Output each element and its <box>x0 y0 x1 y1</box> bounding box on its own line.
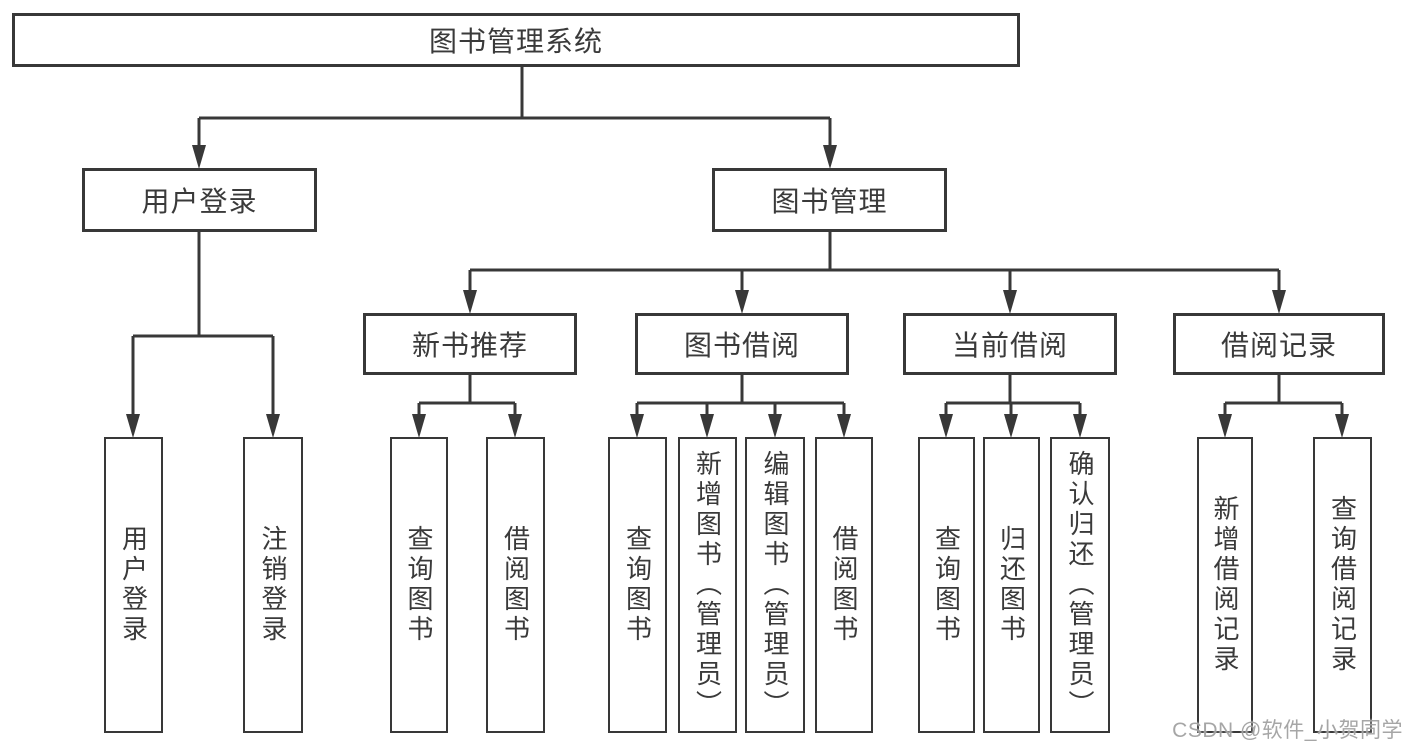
leaf-query-books-borrow: 查询图书 <box>608 437 667 733</box>
arrow-icon <box>463 290 477 314</box>
node-new-book-recommend-label: 新书推荐 <box>411 330 528 361</box>
leaf-user-login: 用户登录 <box>104 437 163 733</box>
connector-root-stem <box>197 67 832 147</box>
leaf-return-book: 归还图书 <box>983 437 1040 733</box>
arrow-icon <box>768 414 782 438</box>
leaf-add-borrow-record-label: 新增借阅记录 <box>1210 495 1240 675</box>
leaf-borrow-books-label: 借阅图书 <box>829 525 859 645</box>
node-book-management: 图书管理 <box>712 168 947 232</box>
leaf-borrow-books: 借阅图书 <box>815 437 873 733</box>
arrow-icon <box>1335 414 1349 438</box>
leaf-query-books-recommend: 查询图书 <box>390 437 448 733</box>
connector-borrow-record-branch <box>1223 375 1344 416</box>
connector-book-borrow-branch <box>635 375 846 416</box>
leaf-return-book-label: 归还图书 <box>996 525 1027 645</box>
leaf-edit-book-admin: 编辑图书（管理员） <box>745 437 805 733</box>
connector-book-management-branch <box>468 232 1281 292</box>
arrow-icon <box>508 414 522 438</box>
leaf-query-books-recommend-label: 查询图书 <box>404 525 434 645</box>
leaf-user-login-label: 用户登录 <box>118 525 149 645</box>
arrow-icon <box>1003 290 1017 314</box>
leaf-query-books-current-label: 查询图书 <box>931 525 962 645</box>
arrow-icon <box>939 414 953 438</box>
node-borrow-record-label: 借阅记录 <box>1220 330 1337 361</box>
node-user-login-label: 用户登录 <box>141 186 258 217</box>
leaf-add-book-admin: 新增图书（管理员） <box>678 437 737 733</box>
connector-new-book-branch <box>417 375 517 416</box>
arrow-icon <box>192 145 206 169</box>
watermark: CSDN @软件_小贺同学 <box>1172 719 1403 742</box>
leaf-borrow-books-recommend: 借阅图书 <box>486 437 545 733</box>
node-borrow-record: 借阅记录 <box>1173 313 1385 375</box>
leaf-query-borrow-record-label: 查询借阅记录 <box>1327 495 1358 675</box>
connector-user-login-branch <box>131 232 275 416</box>
node-book-management-label: 图书管理 <box>771 186 888 217</box>
arrow-icon <box>266 414 280 438</box>
leaf-confirm-return-admin: 确认归还（管理员） <box>1050 437 1110 733</box>
leaf-query-borrow-record: 查询借阅记录 <box>1313 437 1372 733</box>
arrow-icon <box>700 414 714 438</box>
arrow-icon <box>1272 290 1286 314</box>
node-book-borrow-label: 图书借阅 <box>683 330 800 361</box>
leaf-add-book-admin-label: 新增图书（管理员） <box>692 450 723 720</box>
leaf-query-books-borrow-label: 查询图书 <box>622 525 653 645</box>
node-book-borrow: 图书借阅 <box>635 313 849 375</box>
arrow-icon <box>126 414 140 438</box>
leaf-add-borrow-record: 新增借阅记录 <box>1197 437 1253 733</box>
arrow-icon <box>1218 414 1232 438</box>
node-root-label: 图书管理系统 <box>428 26 603 57</box>
arrow-icon <box>412 414 426 438</box>
node-user-login: 用户登录 <box>82 168 317 232</box>
leaf-query-books-current: 查询图书 <box>918 437 975 733</box>
arrow-icon <box>1004 414 1018 438</box>
arrowheads <box>126 145 1349 438</box>
leaf-edit-book-admin-label: 编辑图书（管理员） <box>760 450 790 720</box>
leaf-logout-label: 注销登录 <box>258 525 288 645</box>
connector-current-borrow-branch <box>944 375 1082 416</box>
arrow-icon <box>735 290 749 314</box>
leaf-borrow-books-recommend-label: 借阅图书 <box>500 525 531 645</box>
node-new-book-recommend: 新书推荐 <box>363 313 577 375</box>
node-root: 图书管理系统 <box>12 13 1020 67</box>
leaf-confirm-return-admin-label: 确认归还（管理员） <box>1065 450 1095 720</box>
node-current-borrow-label: 当前借阅 <box>951 330 1068 361</box>
arrow-icon <box>1073 414 1087 438</box>
arrow-icon <box>837 414 851 438</box>
arrow-icon <box>823 145 837 169</box>
node-current-borrow: 当前借阅 <box>903 313 1117 375</box>
arrow-icon <box>630 414 644 438</box>
leaf-logout: 注销登录 <box>243 437 303 733</box>
